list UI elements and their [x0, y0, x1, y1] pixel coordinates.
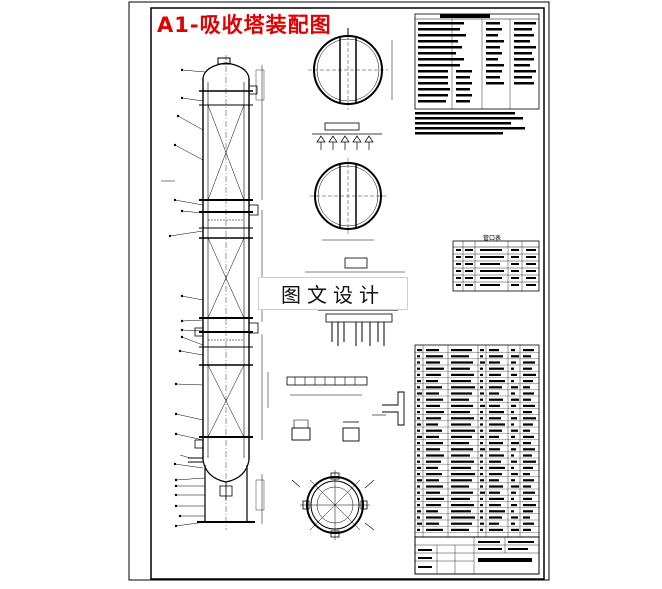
parts-list	[414, 344, 540, 575]
outer-border	[128, 1, 550, 581]
inner-border	[150, 7, 545, 580]
tower-elevation	[188, 55, 269, 530]
nozzle-table-title: 管口表	[483, 235, 502, 242]
arrow-row	[316, 135, 374, 150]
detail-views	[286, 28, 405, 540]
drawing-title: A1-吸收塔装配图	[157, 13, 332, 37]
leader-dots	[168, 68, 184, 528]
plate-detail-top	[308, 28, 393, 110]
technical-notes	[415, 112, 525, 135]
tech-spec-table	[414, 13, 540, 110]
part-leaders	[161, 69, 206, 527]
tech-spec-text	[418, 22, 536, 103]
plate-detail-bottom	[310, 158, 386, 241]
watermark-stamp: 图文设计	[258, 277, 408, 310]
nozzle-table	[452, 240, 540, 292]
plan-view	[291, 470, 375, 540]
